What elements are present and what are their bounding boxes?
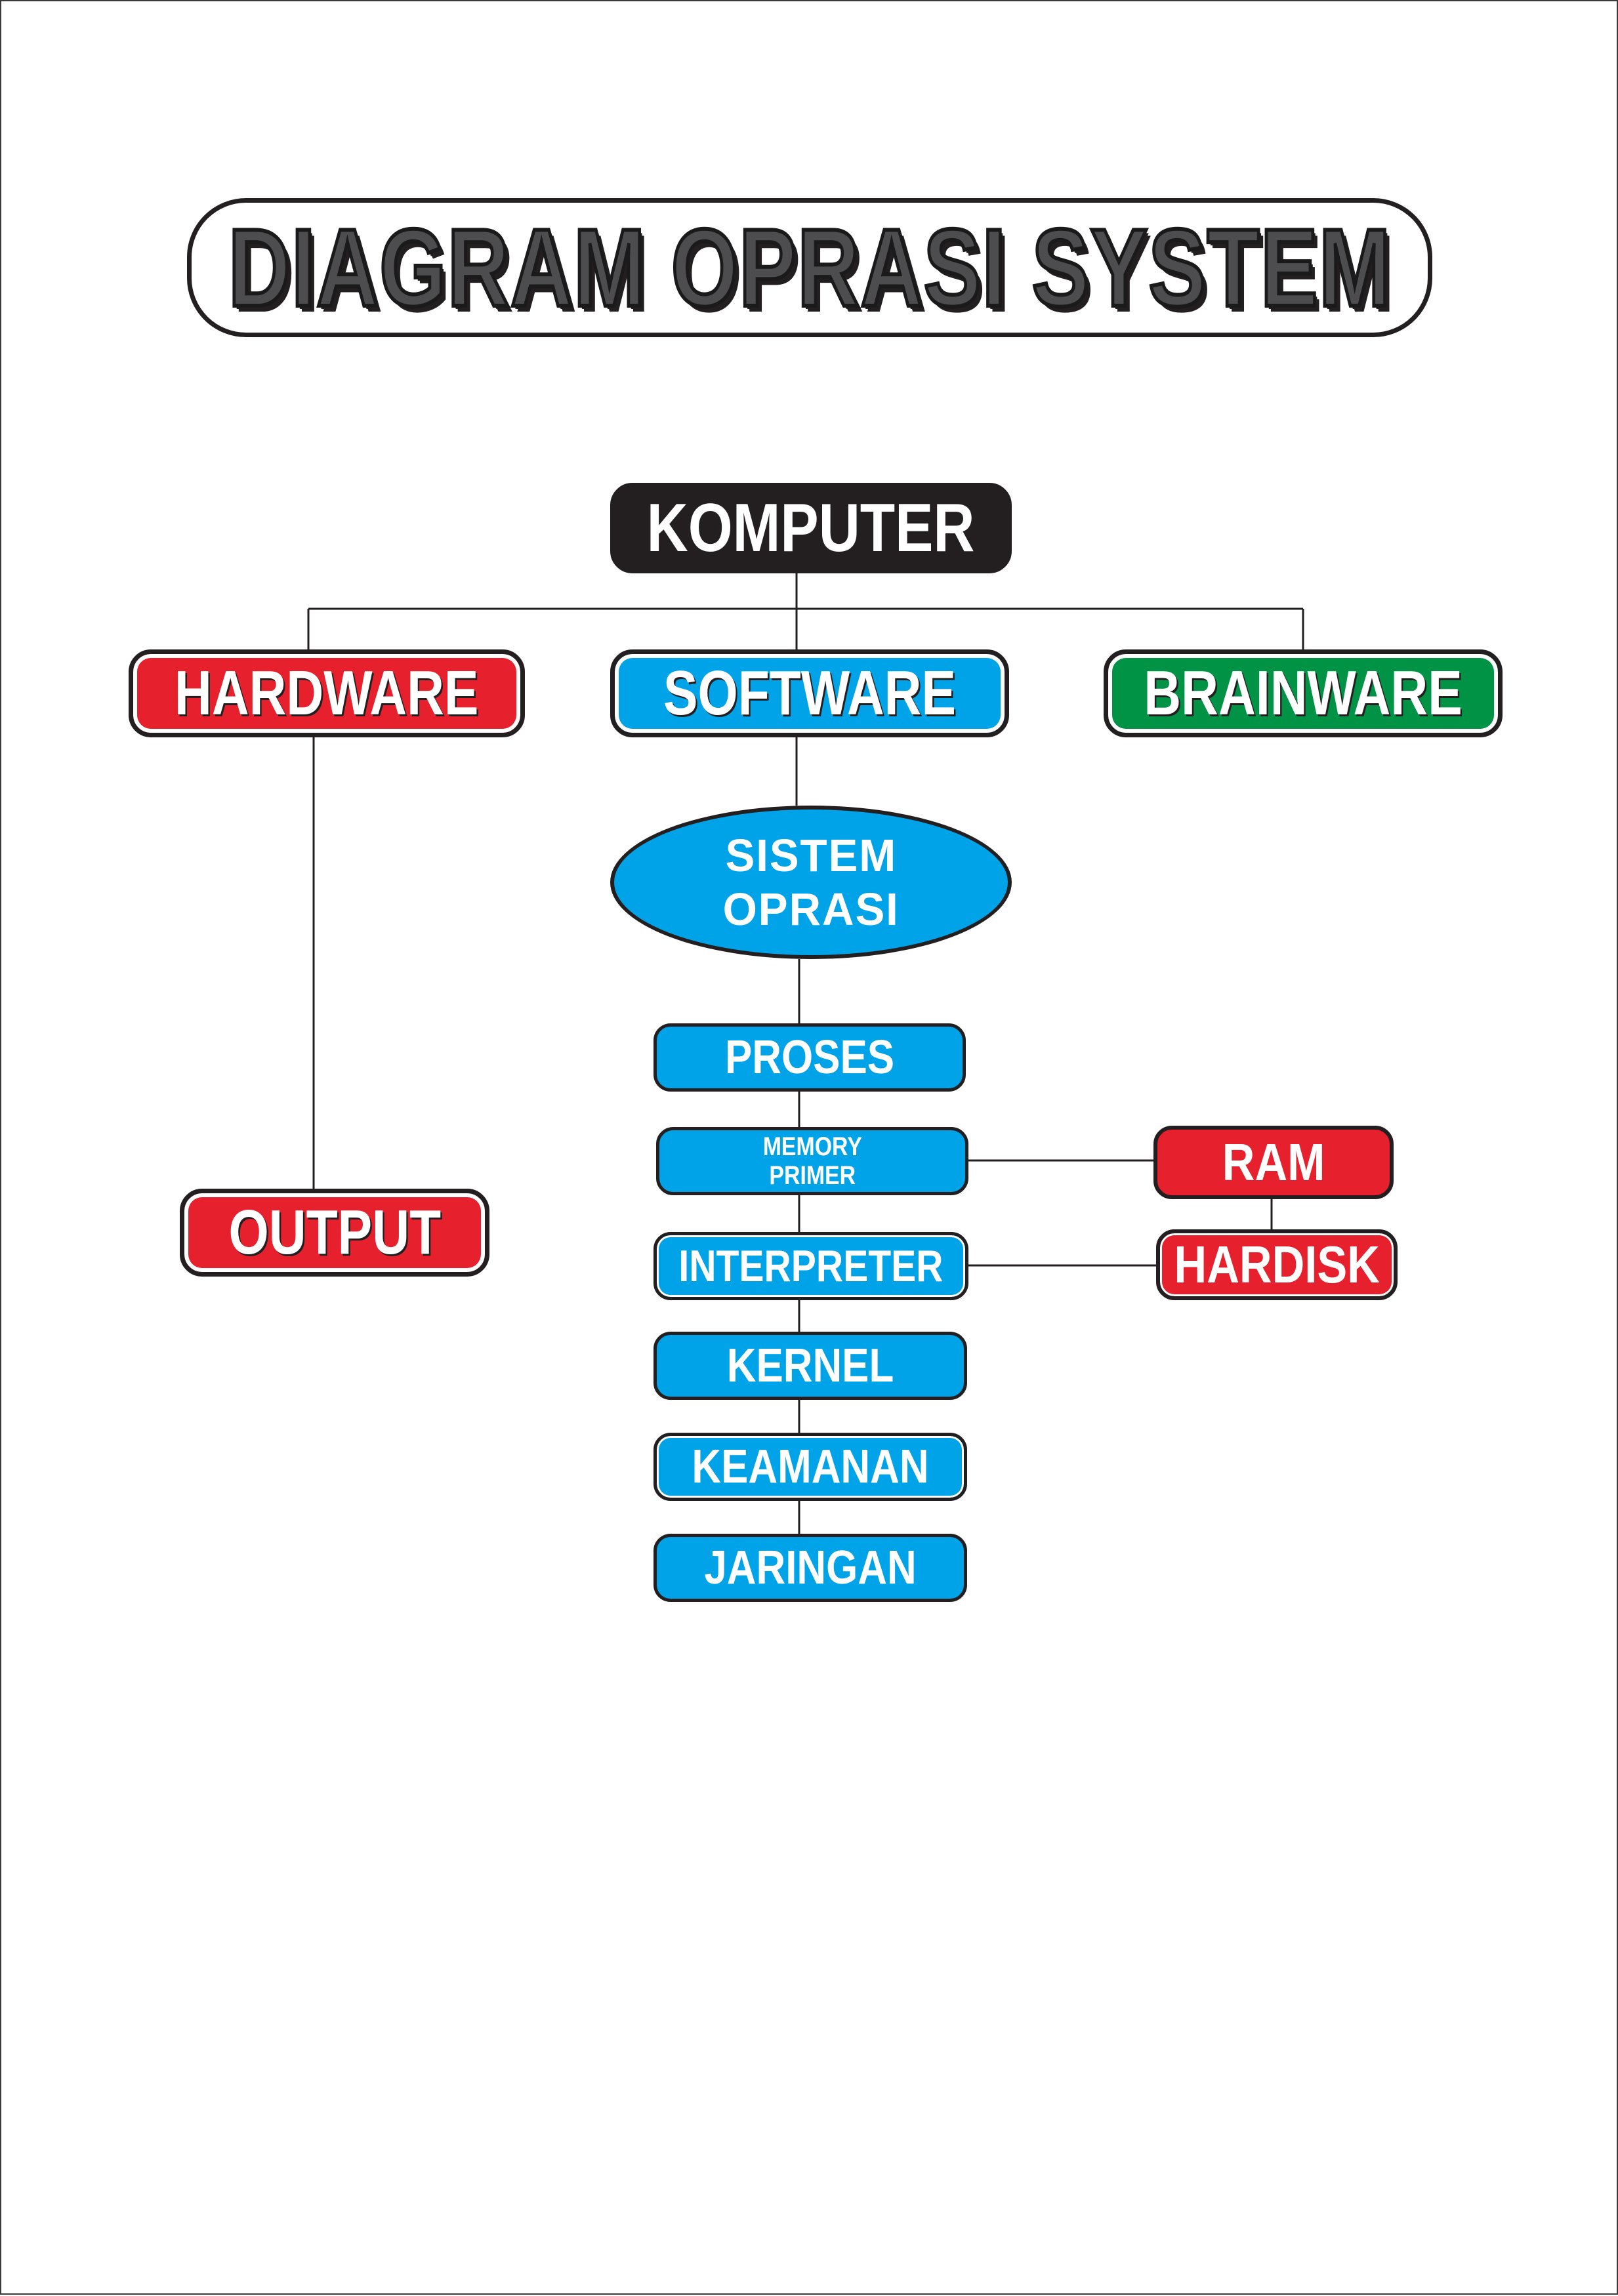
node-hardware: HARDWARE (129, 649, 525, 737)
node-brainware-label: BRAINWARE (1144, 658, 1462, 728)
node-output: OUTPUT (180, 1189, 489, 1277)
node-jaringan-label: JARINGAN (704, 1542, 917, 1594)
sistem-oprasi-line1: SISTEM (725, 830, 897, 881)
node-memory-primer: MEMORY PRIMER (656, 1127, 968, 1195)
sistem-oprasi-line2: OPRASI (722, 884, 900, 935)
node-memory-primer-label: MEMORY PRIMER (758, 1132, 866, 1190)
node-software: SOFTWARE (610, 649, 1009, 737)
node-interpreter: INTERPRETER (653, 1232, 968, 1300)
node-jaringan: JARINGAN (653, 1534, 967, 1602)
diagram-title: DIAGRAM OPRASI SYSTEM (226, 206, 1392, 329)
title-banner: DIAGRAM OPRASI SYSTEM (187, 198, 1432, 337)
node-interpreter-label: INTERPRETER (678, 1241, 944, 1291)
node-proses-label: PROSES (724, 1031, 895, 1084)
node-komputer-label: KOMPUTER (647, 489, 975, 566)
node-komputer: KOMPUTER (610, 483, 1012, 573)
node-output-label: OUTPUT (228, 1197, 441, 1267)
node-hardisk-label: HARDISK (1174, 1235, 1380, 1294)
node-keamanan-label: KEAMANAN (692, 1441, 929, 1493)
node-keamanan: KEAMANAN (653, 1433, 967, 1501)
memory-line1: MEMORY (762, 1132, 862, 1161)
node-sistem-oprasi: SISTEM OPRASI (610, 806, 1012, 959)
node-kernel: KERNEL (653, 1332, 967, 1400)
node-hardisk: HARDISK (1156, 1229, 1398, 1300)
memory-line2: PRIMER (769, 1161, 856, 1190)
node-proses: PROSES (653, 1023, 966, 1092)
node-ram: RAM (1153, 1126, 1394, 1199)
node-ram-label: RAM (1222, 1133, 1325, 1191)
node-brainware: BRAINWARE (1104, 649, 1503, 737)
node-hardware-label: HARDWARE (175, 658, 479, 728)
node-kernel-label: KERNEL (726, 1340, 894, 1392)
node-software-label: SOFTWARE (663, 658, 957, 728)
